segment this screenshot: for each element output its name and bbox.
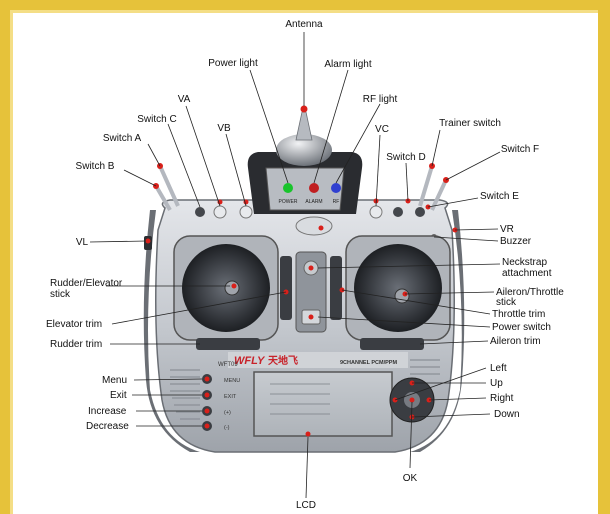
label-up: Up <box>490 378 503 389</box>
leader-lines <box>89 32 501 499</box>
label-neckstrap-2: attachment <box>502 268 552 279</box>
power-led <box>283 183 293 193</box>
buzzer-grille <box>295 216 333 236</box>
vc-knob[interactable] <box>369 205 383 219</box>
left-grip <box>143 210 200 452</box>
label-switch-c: Switch C <box>137 114 176 125</box>
label-left: Left <box>490 363 507 374</box>
brand-strip <box>228 352 408 368</box>
rudder-trim[interactable] <box>196 338 260 350</box>
speaker-grille-right <box>410 359 440 375</box>
exit-key-text: EXIT <box>224 394 237 400</box>
label-menu: Menu <box>102 375 127 386</box>
rf-led <box>331 183 341 193</box>
label-rudder-elevator-2: stick <box>50 289 71 300</box>
label-buzzer: Buzzer <box>500 236 532 247</box>
label-down: Down <box>494 409 520 420</box>
label-vb: VB <box>217 123 231 134</box>
label-aileron-throttle-1: Aileron/Throttle <box>496 287 564 298</box>
label-aileron-trim: Aileron trim <box>490 336 541 347</box>
switch-c-toggle[interactable] <box>195 207 205 217</box>
model-label: WFT09 <box>218 362 238 368</box>
increase-key-text: (+) <box>224 410 231 416</box>
label-antenna: Antenna <box>285 19 323 30</box>
label-increase: Increase <box>88 406 127 417</box>
label-switch-d: Switch D <box>386 152 425 163</box>
switch-a-toggle[interactable] <box>157 163 180 207</box>
label-decrease: Decrease <box>86 421 129 432</box>
label-power-light: Power light <box>208 58 258 69</box>
transmitter: POWER ALARM RF <box>143 105 465 453</box>
antenna <box>295 111 313 141</box>
label-trainer-switch: Trainer switch <box>439 118 501 129</box>
brand-logo: WFLY <box>234 355 266 367</box>
label-alarm-light: Alarm light <box>324 59 371 70</box>
label-switch-f: Switch F <box>501 144 539 155</box>
channel-label: 9CHANNEL PCM/PPM <box>340 360 397 366</box>
label-vr: VR <box>500 224 514 235</box>
label-right: Right <box>490 393 514 404</box>
label-ok: OK <box>403 473 418 484</box>
label-vc: VC <box>375 124 389 135</box>
aileron-trim[interactable] <box>360 338 424 350</box>
label-switch-e: Switch E <box>480 191 519 202</box>
led-panel <box>265 167 345 211</box>
d-pad[interactable] <box>389 377 435 423</box>
alarm-led-label: ALARM <box>305 199 322 205</box>
brand-chinese: 天地飞 <box>268 354 298 367</box>
va-knob[interactable] <box>213 205 227 219</box>
label-rudder-elevator-1: Rudder/Elevator <box>50 278 123 289</box>
elevator-trim[interactable] <box>280 256 292 320</box>
rf-led-label: RF <box>333 199 340 205</box>
label-neckstrap-1: Neckstrap <box>502 257 547 268</box>
callout-labels: Antenna Power light Alarm light RF light… <box>46 19 564 511</box>
menu-key-text: MENU <box>224 378 240 384</box>
label-throttle-trim: Throttle trim <box>492 309 545 320</box>
speaker-grille-left <box>170 369 200 420</box>
label-rf-light: RF light <box>363 94 398 105</box>
label-rudder-trim: Rudder trim <box>50 339 102 350</box>
right-stick-gimbal[interactable] <box>345 235 451 341</box>
label-switch-a: Switch A <box>103 133 142 144</box>
throttle-trim[interactable] <box>330 256 342 320</box>
label-elevator-trim: Elevator trim <box>46 319 102 330</box>
label-switch-b: Switch B <box>76 161 115 172</box>
antenna-tip <box>300 105 308 113</box>
label-vl: VL <box>76 237 89 248</box>
label-aileron-throttle-2: stick <box>496 297 517 308</box>
lcd-content <box>270 383 330 415</box>
switch-d-toggle[interactable] <box>393 207 403 217</box>
power-led-label: POWER <box>279 199 298 205</box>
alarm-led <box>309 183 319 193</box>
label-va: VA <box>178 94 191 105</box>
decrease-key-text: (-) <box>224 425 230 431</box>
label-lcd: LCD <box>296 500 316 511</box>
antenna-base <box>276 134 332 166</box>
left-keypad: MENU EXIT (+) (-) <box>202 374 240 431</box>
left-stick-gimbal[interactable] <box>173 235 279 341</box>
right-grip <box>410 210 465 452</box>
switch-e-toggle[interactable] <box>415 207 425 217</box>
label-power-switch: Power switch <box>492 322 551 333</box>
label-exit: Exit <box>110 390 127 401</box>
vb-knob[interactable] <box>239 205 253 219</box>
